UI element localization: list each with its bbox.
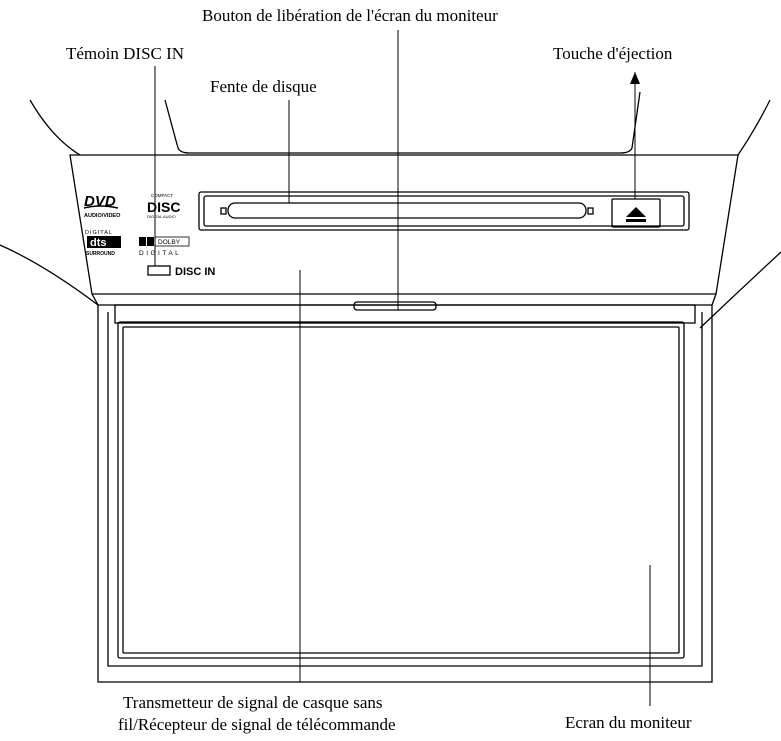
monitor-frame [91, 293, 717, 683]
dolby-logo: DOLBY DIGITAL [139, 236, 190, 257]
monitor-release-tab [353, 301, 437, 311]
monitor-bezel-top [114, 304, 696, 324]
svg-text:DIGITAL: DIGITAL [85, 230, 113, 236]
transmitter-label-line1: Transmetteur de signal de casque sans [123, 693, 383, 712]
disc-slot-left-notch [220, 207, 227, 215]
compact-disc-logo: COMPACT DISC DIGITAL AUDIO [147, 193, 180, 219]
svg-text:DISC: DISC [147, 199, 180, 215]
svg-text:SURROUND: SURROUND [86, 251, 115, 257]
disc-slot-panel-inner [203, 195, 685, 227]
svg-text:dts: dts [90, 237, 107, 249]
svg-text:DIGITAL AUDIO: DIGITAL AUDIO [147, 214, 176, 219]
eject-icon [626, 207, 646, 222]
monitor-screen-label: Ecran du moniteur [565, 713, 692, 732]
left-mount-curve-upper [29, 99, 81, 156]
ceiling-bracket [164, 91, 641, 154]
eject-button-frame [611, 198, 661, 228]
transmitter-label-line2: fil/Récepteur de signal de télécommande [118, 715, 396, 734]
disc-slot [227, 202, 587, 219]
left-mount-curve-lower [0, 244, 99, 306]
dts-logo: DIGITAL dts SURROUND [85, 230, 121, 257]
svg-text:DIGITAL: DIGITAL [139, 250, 181, 257]
eject-leader-arrow [630, 72, 640, 84]
disc-slot-label: Fente de disque [210, 77, 317, 96]
svg-text:AUDIO/VIDEO: AUDIO/VIDEO [84, 213, 121, 219]
monitor-screen [117, 321, 685, 659]
monitor-outer-frame [107, 312, 703, 667]
svg-text:DOLBY: DOLBY [158, 239, 181, 246]
svg-text:COMPACT: COMPACT [151, 193, 173, 198]
disc-in-indicator-led [147, 265, 171, 276]
monitor-screen-inner [122, 326, 680, 654]
disc-in-text: DISC IN [175, 266, 215, 278]
right-mount-curve-lower [699, 251, 781, 329]
disc-in-indicator-label: Témoin DISC IN [66, 44, 185, 63]
dvd-logo: DVD AUDIO/VIDEO [83, 193, 121, 219]
disc-slot-right-notch [587, 207, 594, 215]
monitor-release-button-label: Bouton de libération de l'écran du monit… [202, 6, 498, 25]
eject-button-label: Touche d'éjection [553, 44, 673, 63]
right-mount-curve-upper [737, 99, 771, 156]
disc-slot-panel [198, 191, 690, 231]
